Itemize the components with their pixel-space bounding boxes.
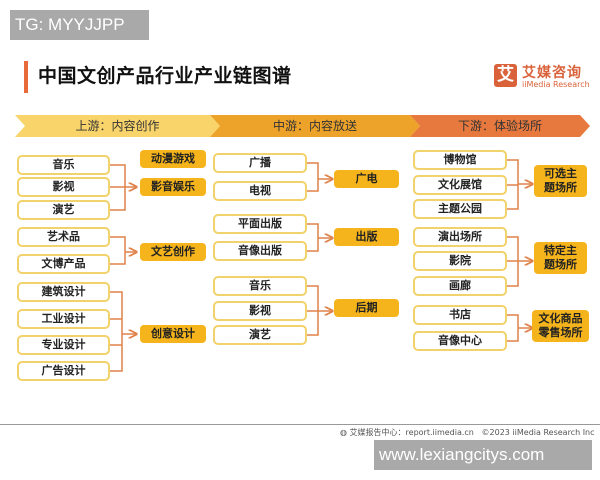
title-accent-bar bbox=[24, 61, 28, 93]
upstream-item: 广告设计 bbox=[17, 361, 110, 381]
footer-divider bbox=[0, 424, 600, 425]
upstream-item: 文博产品 bbox=[17, 254, 110, 274]
midstream-item: 电视 bbox=[213, 181, 307, 201]
midstream-item: 影视 bbox=[213, 301, 307, 321]
midstream-item: 平面出版 bbox=[213, 214, 307, 234]
chevron-banner-icon bbox=[410, 115, 590, 137]
upstream-item: 建筑设计 bbox=[17, 282, 110, 302]
midstream-category: 出版 bbox=[334, 228, 399, 246]
upstream-item: 影视 bbox=[17, 177, 110, 197]
downstream-item: 音像中心 bbox=[413, 331, 507, 351]
stage-upstream-label: 上游：内容创作 bbox=[75, 119, 160, 133]
chevron-banner-icon bbox=[15, 115, 220, 137]
midstream-category: 广电 bbox=[334, 170, 399, 188]
stage-downstream: 下游：体验场所 bbox=[410, 115, 590, 137]
upstream-item: 音乐 bbox=[17, 155, 110, 175]
midstream-item: 演艺 bbox=[213, 325, 307, 345]
upstream-category: 创意设计 bbox=[140, 325, 206, 343]
footer-source: ◍ 艾媒报告中心：report.iimedia.cn ©2023 iiMedia… bbox=[340, 427, 595, 438]
downstream-item: 演出场所 bbox=[413, 227, 507, 247]
chevron-banner-icon bbox=[210, 115, 420, 137]
footer-source-text: 艾媒报告中心：report.iimedia.cn bbox=[349, 428, 474, 437]
watermark-top: TG: MYYJJPP bbox=[10, 10, 149, 40]
watermark-bottom: www.lexiangcitys.com bbox=[374, 440, 592, 470]
downstream-item: 画廊 bbox=[413, 276, 507, 296]
upstream-item: 专业设计 bbox=[17, 335, 110, 355]
footer-copyright: ©2023 iiMedia Research Inc bbox=[481, 428, 595, 437]
upstream-category: 文艺创作 bbox=[140, 243, 206, 261]
midstream-item: 音乐 bbox=[213, 276, 307, 296]
midstream-category: 后期 bbox=[334, 299, 399, 317]
upstream-category: 影音娱乐 bbox=[140, 178, 206, 196]
logo-text-en: iiMedia Research bbox=[522, 80, 590, 89]
upstream-category: 动漫游戏 bbox=[140, 150, 206, 168]
page-title: 中国文创产品行业产业链图谱 bbox=[38, 65, 292, 87]
downstream-category: 可选主 题场所 bbox=[534, 165, 587, 197]
logo-text-cn: 艾媒咨询 bbox=[522, 65, 582, 81]
stage-upstream: 上游：内容创作 bbox=[15, 115, 220, 137]
imedia-logo-icon: 艾 bbox=[494, 64, 517, 87]
downstream-item: 文化展馆 bbox=[413, 175, 507, 195]
midstream-item: 广播 bbox=[213, 153, 307, 173]
downstream-item: 影院 bbox=[413, 251, 507, 271]
stage-midstream-label: 中游：内容放送 bbox=[272, 119, 357, 133]
upstream-item: 演艺 bbox=[17, 200, 110, 220]
downstream-item: 书店 bbox=[413, 305, 507, 325]
globe-icon: ◍ bbox=[340, 428, 347, 437]
stage-midstream: 中游：内容放送 bbox=[210, 115, 420, 137]
upstream-item: 艺术品 bbox=[17, 227, 110, 247]
downstream-category: 文化商品 零售场所 bbox=[532, 310, 589, 342]
downstream-item: 主题公园 bbox=[413, 199, 507, 219]
downstream-item: 博物馆 bbox=[413, 150, 507, 170]
downstream-category: 特定主 题场所 bbox=[534, 242, 587, 274]
upstream-item: 工业设计 bbox=[17, 309, 110, 329]
midstream-item: 音像出版 bbox=[213, 241, 307, 261]
stage-downstream-label: 下游：体验场所 bbox=[457, 119, 542, 133]
